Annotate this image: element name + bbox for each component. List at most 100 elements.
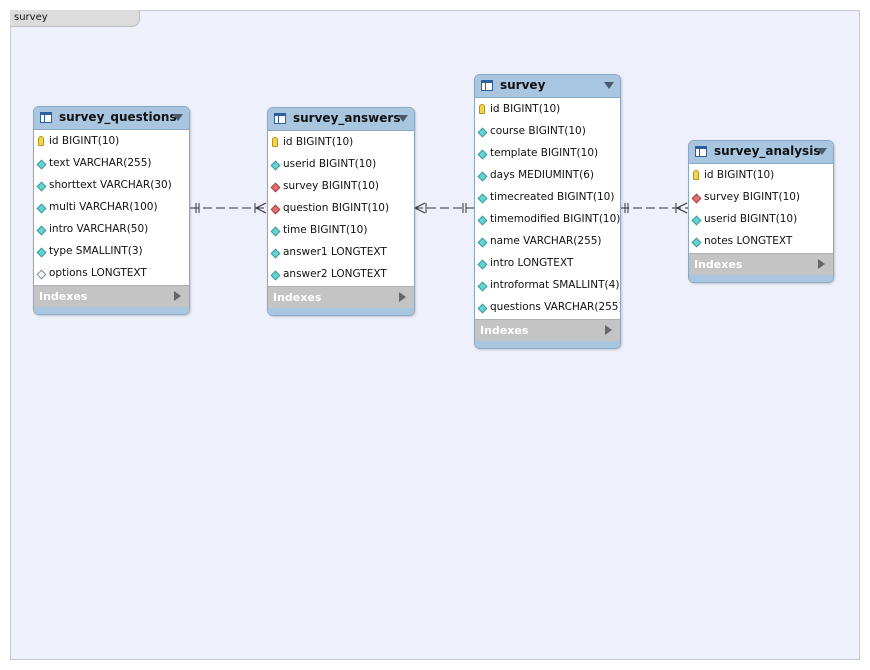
column-label: template BIGINT(10)	[490, 147, 599, 159]
column-label: shorttext VARCHAR(30)	[49, 179, 172, 191]
table-title: survey_answers	[293, 111, 401, 125]
column-label: timecreated BIGINT(10)	[490, 191, 615, 203]
column-label: question BIGINT(10)	[283, 202, 390, 214]
column-row[interactable]: introformat SMALLINT(4)	[475, 275, 620, 297]
table-header[interactable]: survey_analysis	[689, 141, 833, 164]
indexes-section[interactable]: Indexes	[689, 253, 833, 275]
table-survey[interactable]: survey id BIGINT(10) course BIGINT(10) t…	[474, 74, 621, 349]
column-icon	[477, 149, 488, 160]
table-survey-answers[interactable]: survey_answers id BIGINT(10) userid BIGI…	[267, 107, 415, 316]
column-row[interactable]: name VARCHAR(255)	[475, 231, 620, 253]
table-title: survey_questions	[59, 110, 177, 124]
expand-arrow-icon[interactable]	[818, 259, 825, 269]
column-label: survey BIGINT(10)	[704, 191, 801, 203]
column-row[interactable]: type SMALLINT(3)	[34, 241, 189, 263]
column-row[interactable]: timemodified BIGINT(10)	[475, 209, 620, 231]
table-survey-analysis[interactable]: survey_analysis id BIGINT(10) survey BIG…	[688, 140, 834, 283]
table-footer	[34, 307, 189, 314]
layer-name-tab[interactable]: survey	[10, 10, 140, 27]
table-icon	[695, 146, 707, 157]
indexes-label: Indexes	[273, 291, 322, 304]
indexes-section[interactable]: Indexes	[268, 286, 414, 308]
collapse-arrow-icon[interactable]	[817, 148, 827, 155]
relationship-answers-survey	[414, 202, 474, 214]
foreign-key-icon	[270, 204, 281, 215]
column-label: options LONGTEXT	[49, 267, 147, 279]
column-row[interactable]: multi VARCHAR(100)	[34, 197, 189, 219]
column-list: id BIGINT(10) survey BIGINT(10) userid B…	[689, 164, 833, 253]
column-row[interactable]: questions VARCHAR(255)	[475, 297, 620, 319]
table-header[interactable]: survey_questions	[34, 107, 189, 130]
table-title: survey	[500, 78, 546, 92]
column-icon	[36, 247, 47, 258]
column-icon	[270, 226, 281, 237]
collapse-arrow-icon[interactable]	[398, 115, 408, 122]
column-row[interactable]: timecreated BIGINT(10)	[475, 187, 620, 209]
column-label: intro LONGTEXT	[490, 257, 574, 269]
column-label: notes LONGTEXT	[704, 235, 793, 247]
column-row[interactable]: template BIGINT(10)	[475, 143, 620, 165]
expand-arrow-icon[interactable]	[174, 291, 181, 301]
expand-arrow-icon[interactable]	[399, 292, 406, 302]
relationship-questions-answers	[190, 202, 267, 214]
collapse-arrow-icon[interactable]	[173, 114, 183, 121]
column-row[interactable]: survey BIGINT(10)	[689, 187, 833, 209]
table-header[interactable]: survey_answers	[268, 108, 414, 131]
column-icon	[691, 237, 702, 248]
collapse-arrow-icon[interactable]	[604, 82, 614, 89]
column-label: answer1 LONGTEXT	[283, 246, 387, 258]
column-row[interactable]: id BIGINT(10)	[689, 165, 833, 187]
foreign-key-icon	[691, 193, 702, 204]
column-row[interactable]: days MEDIUMINT(6)	[475, 165, 620, 187]
column-label: id BIGINT(10)	[49, 135, 120, 147]
column-label: text VARCHAR(255)	[49, 157, 152, 169]
column-label: name VARCHAR(255)	[490, 235, 602, 247]
column-label: id BIGINT(10)	[283, 136, 354, 148]
column-row[interactable]: id BIGINT(10)	[475, 99, 620, 121]
key-icon	[272, 137, 278, 147]
column-row[interactable]: question BIGINT(10)	[268, 198, 414, 220]
column-row[interactable]: course BIGINT(10)	[475, 121, 620, 143]
column-label: introformat SMALLINT(4)	[490, 279, 620, 291]
column-row[interactable]: answer1 LONGTEXT	[268, 242, 414, 264]
table-header[interactable]: survey	[475, 75, 620, 98]
table-footer	[475, 341, 620, 348]
column-list: id BIGINT(10) course BIGINT(10) template…	[475, 98, 620, 319]
column-row[interactable]: id BIGINT(10)	[34, 131, 189, 153]
column-label: answer2 LONGTEXT	[283, 268, 387, 280]
table-title: survey_analysis	[714, 144, 821, 158]
column-list: id BIGINT(10) userid BIGINT(10) survey B…	[268, 131, 414, 286]
expand-arrow-icon[interactable]	[605, 325, 612, 335]
table-icon	[274, 113, 286, 124]
column-row[interactable]: answer2 LONGTEXT	[268, 264, 414, 286]
table-footer	[689, 275, 833, 282]
table-footer	[268, 308, 414, 315]
column-row[interactable]: survey BIGINT(10)	[268, 176, 414, 198]
column-icon	[477, 237, 488, 248]
column-row[interactable]: intro LONGTEXT	[475, 253, 620, 275]
column-row[interactable]: shorttext VARCHAR(30)	[34, 175, 189, 197]
column-icon	[477, 259, 488, 270]
indexes-label: Indexes	[694, 258, 743, 271]
column-label: time BIGINT(10)	[283, 224, 368, 236]
column-list: id BIGINT(10) text VARCHAR(255) shorttex…	[34, 130, 189, 285]
column-icon	[36, 181, 47, 192]
column-label: type SMALLINT(3)	[49, 245, 143, 257]
indexes-section[interactable]: Indexes	[475, 319, 620, 341]
column-row[interactable]: text VARCHAR(255)	[34, 153, 189, 175]
column-row[interactable]: id BIGINT(10)	[268, 132, 414, 154]
column-row[interactable]: notes LONGTEXT	[689, 231, 833, 253]
column-row[interactable]: intro VARCHAR(50)	[34, 219, 189, 241]
column-row[interactable]: time BIGINT(10)	[268, 220, 414, 242]
indexes-section[interactable]: Indexes	[34, 285, 189, 307]
column-label: id BIGINT(10)	[490, 103, 561, 115]
column-label: intro VARCHAR(50)	[49, 223, 149, 235]
nullable-column-icon	[36, 269, 47, 280]
column-icon	[477, 171, 488, 182]
column-row[interactable]: userid BIGINT(10)	[689, 209, 833, 231]
column-row[interactable]: options LONGTEXT	[34, 263, 189, 285]
foreign-key-icon	[270, 182, 281, 193]
column-row[interactable]: userid BIGINT(10)	[268, 154, 414, 176]
table-survey-questions[interactable]: survey_questions id BIGINT(10) text VARC…	[33, 106, 190, 315]
indexes-label: Indexes	[480, 324, 529, 337]
